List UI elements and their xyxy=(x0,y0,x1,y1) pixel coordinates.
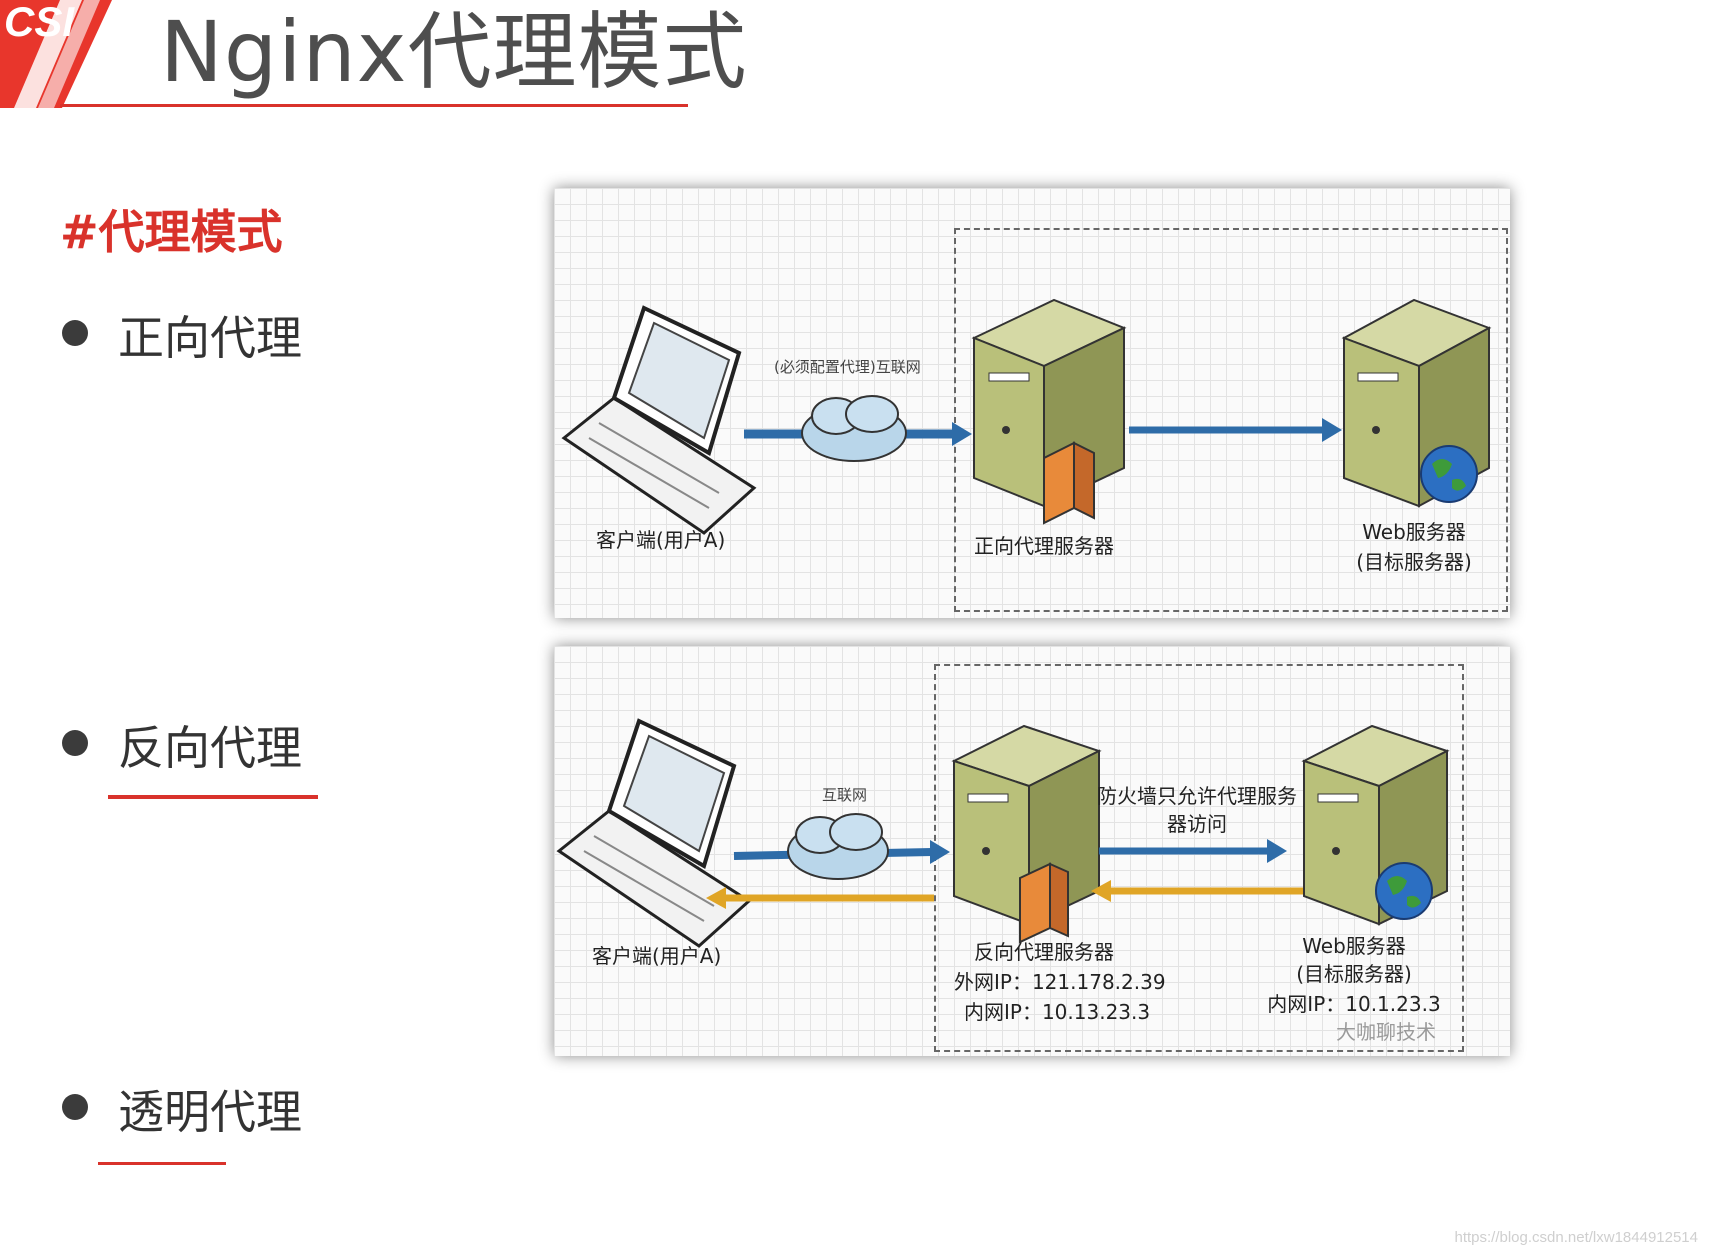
web-server-label: Web服务器 xyxy=(1362,520,1466,544)
slide-title: Nginx代理模式 xyxy=(160,3,748,101)
reverse-proxy-underline xyxy=(108,795,318,799)
firewall-note: 防火墙只允许代理服务 xyxy=(1097,784,1297,808)
transparent-proxy-underline xyxy=(98,1162,226,1165)
firewall-note-line2: 器访问 xyxy=(1167,812,1227,836)
firewall-icon xyxy=(1019,862,1069,944)
bullet-reverse-proxy: 反向代理 xyxy=(62,712,302,778)
proxy-internal-ip: 内网IP：10.13.23.3 xyxy=(964,1000,1151,1024)
laptop-icon xyxy=(556,718,752,948)
bullet-transparent-proxy: 透明代理 xyxy=(62,1076,302,1142)
globe-icon xyxy=(1420,445,1478,503)
firewall-icon xyxy=(1043,441,1095,525)
logo-text: CSI xyxy=(4,0,75,45)
bullet-dot-icon xyxy=(62,730,88,756)
reverse-proxy-server-icon xyxy=(951,724,1102,926)
laptop-icon xyxy=(561,305,757,535)
globe-icon xyxy=(1375,862,1433,920)
reverse-proxy-label: 反向代理服务器 xyxy=(974,940,1114,964)
web-server-sublabel: (目标服务器) xyxy=(1356,550,1472,574)
forward-proxy-diagram: (必须配置代理)互联网 客户端(用户A) 正向代理服务器 Web服务器 (目标服… xyxy=(554,188,1510,618)
cloud-icon xyxy=(787,813,889,880)
cloud-icon xyxy=(801,395,907,462)
link-label: (必须配置代理)互联网 xyxy=(774,358,921,376)
watermark-stamp: 大咖聊技术 xyxy=(1336,1020,1436,1044)
section-heading: #代理模式 xyxy=(60,205,283,259)
bullet-label: 正向代理 xyxy=(118,311,302,365)
proxy-zone-border xyxy=(954,228,1508,612)
web-server-sublabel: (目标服务器) xyxy=(1296,962,1412,986)
reverse-proxy-diagram: 互联网 防火墙只允许代理服务 器访问 客户端(用户A) 反向代理服务器 外网IP… xyxy=(554,646,1510,1056)
client-label: 客户端(用户A) xyxy=(592,944,722,968)
bullet-label: 透明代理 xyxy=(118,1085,302,1139)
bullet-dot-icon xyxy=(62,1094,88,1120)
web-server-label: Web服务器 xyxy=(1302,934,1406,958)
bullet-forward-proxy: 正向代理 xyxy=(62,302,302,368)
proxy-server-label: 正向代理服务器 xyxy=(974,534,1114,558)
title-underline xyxy=(60,104,688,107)
csdn-logo: CSI xyxy=(0,0,112,108)
bullet-dot-icon xyxy=(62,320,88,346)
web-server-internal-ip: 内网IP：10.1.23.3 xyxy=(1267,992,1441,1016)
bullet-label: 反向代理 xyxy=(118,721,302,775)
page-watermark: https://blog.csdn.net/lxw1844912514 xyxy=(1454,1229,1698,1246)
proxy-external-ip: 外网IP：121.178.2.39 xyxy=(954,970,1166,994)
client-label: 客户端(用户A) xyxy=(596,528,726,552)
link-label: 互联网 xyxy=(822,786,868,804)
